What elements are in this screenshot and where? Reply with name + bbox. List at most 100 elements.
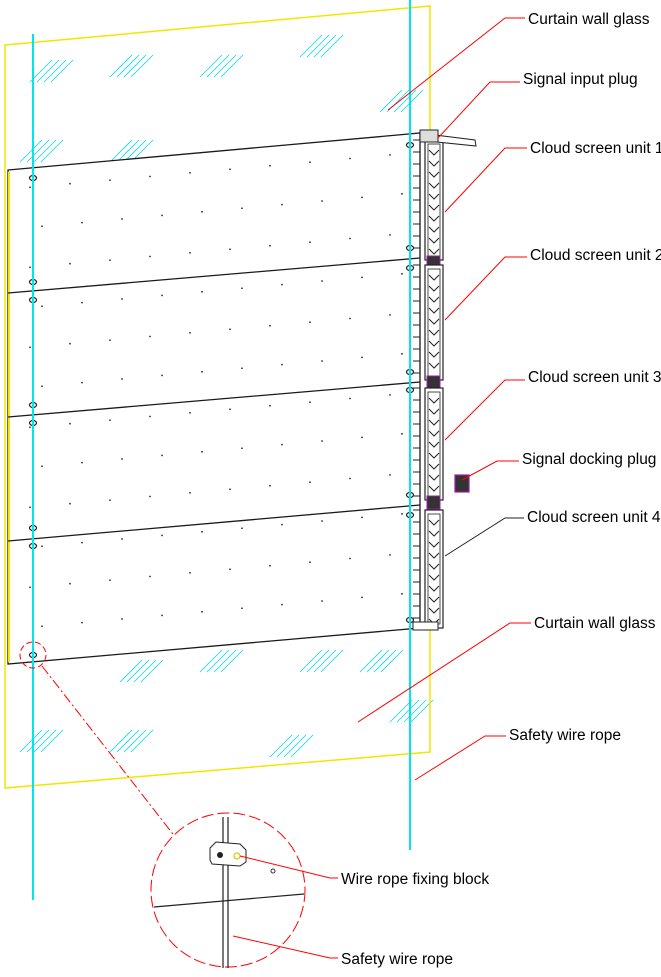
hatch-line <box>123 54 147 78</box>
unit-docking-connector <box>426 495 441 510</box>
chevron-rib <box>428 585 440 592</box>
hatch-line <box>109 729 133 753</box>
pixel-dot <box>241 607 243 610</box>
pixel-dot <box>361 596 363 599</box>
hatch-line <box>389 699 413 723</box>
pixel-dot <box>121 378 123 380</box>
chevron-rib <box>428 607 440 614</box>
pixel-dot <box>149 175 151 178</box>
chevron-rib <box>428 193 440 200</box>
pixel-dot <box>189 492 191 494</box>
pixel-dot <box>121 458 123 460</box>
pixel-dot <box>161 454 163 457</box>
hatch-line <box>109 54 133 78</box>
glass-reflection-hatching <box>19 34 434 758</box>
pixel-dot <box>269 244 271 247</box>
pixel-dot <box>389 554 391 556</box>
pixel-dot <box>121 298 123 300</box>
hatch-line <box>26 139 50 163</box>
hatch-line <box>140 659 164 683</box>
signal-input-plug <box>419 129 477 147</box>
hatch-line <box>33 729 57 753</box>
pixel-dot <box>161 534 163 537</box>
pixel-dot <box>121 538 123 540</box>
chevron-rib <box>428 452 440 459</box>
hatch-line <box>283 734 307 758</box>
pixel-dot <box>189 572 191 574</box>
hatch-line <box>299 34 323 58</box>
pixel-dot <box>29 346 31 349</box>
hatch-line <box>269 734 293 758</box>
pixel-dot <box>309 401 311 403</box>
pixel-dot <box>189 412 191 414</box>
pixel-dot <box>321 440 323 442</box>
hatch-line <box>199 54 223 78</box>
label-curtain-wall-glass-bottom: Curtain wall glass <box>534 615 656 632</box>
pixel-dot <box>69 502 71 505</box>
chevron-rib <box>428 552 440 559</box>
pixel-dot <box>401 512 403 515</box>
pixel-dot <box>321 360 323 362</box>
pixel-dot <box>121 218 123 220</box>
hatch-line <box>19 139 43 163</box>
hatch-line <box>359 649 383 673</box>
detail-callout-line <box>41 665 177 839</box>
pixel-dot <box>309 321 311 323</box>
label-signal-docking-plug: Signal docking plug <box>522 451 656 468</box>
pixel-dot <box>229 168 231 171</box>
hatch-line <box>130 729 154 753</box>
pixel-dot <box>229 408 231 411</box>
hatch-line <box>299 649 323 673</box>
hatch-line <box>306 649 330 673</box>
pixel-dot <box>321 280 323 282</box>
pixel-dot <box>241 447 243 450</box>
chevron-rib <box>428 430 440 437</box>
controller-base <box>412 621 439 631</box>
pixel-dot <box>281 523 283 526</box>
pixel-dot <box>361 196 363 199</box>
pixel-dot <box>201 370 203 373</box>
chevron-rib <box>428 296 440 303</box>
pixel-dot <box>81 381 83 384</box>
pixel-dot <box>321 600 323 602</box>
pixel-dot <box>389 314 391 316</box>
pixel-dot <box>41 625 43 628</box>
chevron-rib <box>428 226 440 233</box>
label-cloud-screen-unit-1: Cloud screen unit 1 <box>530 140 661 157</box>
pixel-dot <box>149 335 151 338</box>
label-cloud-screen-unit-2: Cloud screen unit 2 <box>530 247 661 264</box>
pixel-dot <box>309 161 311 164</box>
hatch-line <box>396 699 420 723</box>
pixel-dot <box>81 621 83 624</box>
pixel-dot <box>149 255 151 258</box>
chevron-rib <box>428 329 440 336</box>
chevron-rib <box>428 307 440 314</box>
pixel-dot <box>349 237 351 240</box>
pixel-dot <box>41 545 43 548</box>
pixel-dot <box>229 568 231 571</box>
leader-lines <box>232 17 531 959</box>
pixel-dot <box>201 290 203 293</box>
pixel-dot <box>69 182 71 185</box>
hatch-line <box>313 34 337 58</box>
hatch-line <box>126 659 150 683</box>
chevron-rib <box>428 274 440 281</box>
chevron-rib <box>428 541 440 548</box>
pixel-dot <box>309 561 311 563</box>
detail-view <box>150 812 306 968</box>
label-wire-rope-fixing-block: Wire rope fixing block <box>341 871 489 888</box>
pixel-dot <box>269 404 271 407</box>
chevron-rib <box>428 463 440 470</box>
pixel-dot <box>281 443 283 446</box>
hatch-line <box>320 34 344 58</box>
label-cloud-screen-unit-4: Cloud screen unit 4 <box>527 509 661 526</box>
pixel-dot <box>161 614 163 617</box>
pixel-dot <box>161 294 163 297</box>
hatch-line <box>50 59 74 83</box>
chevron-rib <box>428 397 440 404</box>
chevron-rib <box>428 362 440 369</box>
pixel-dot <box>41 225 43 228</box>
chevron-rib <box>428 530 440 537</box>
chevron-rib <box>428 596 440 603</box>
pixel-dot <box>29 426 31 429</box>
